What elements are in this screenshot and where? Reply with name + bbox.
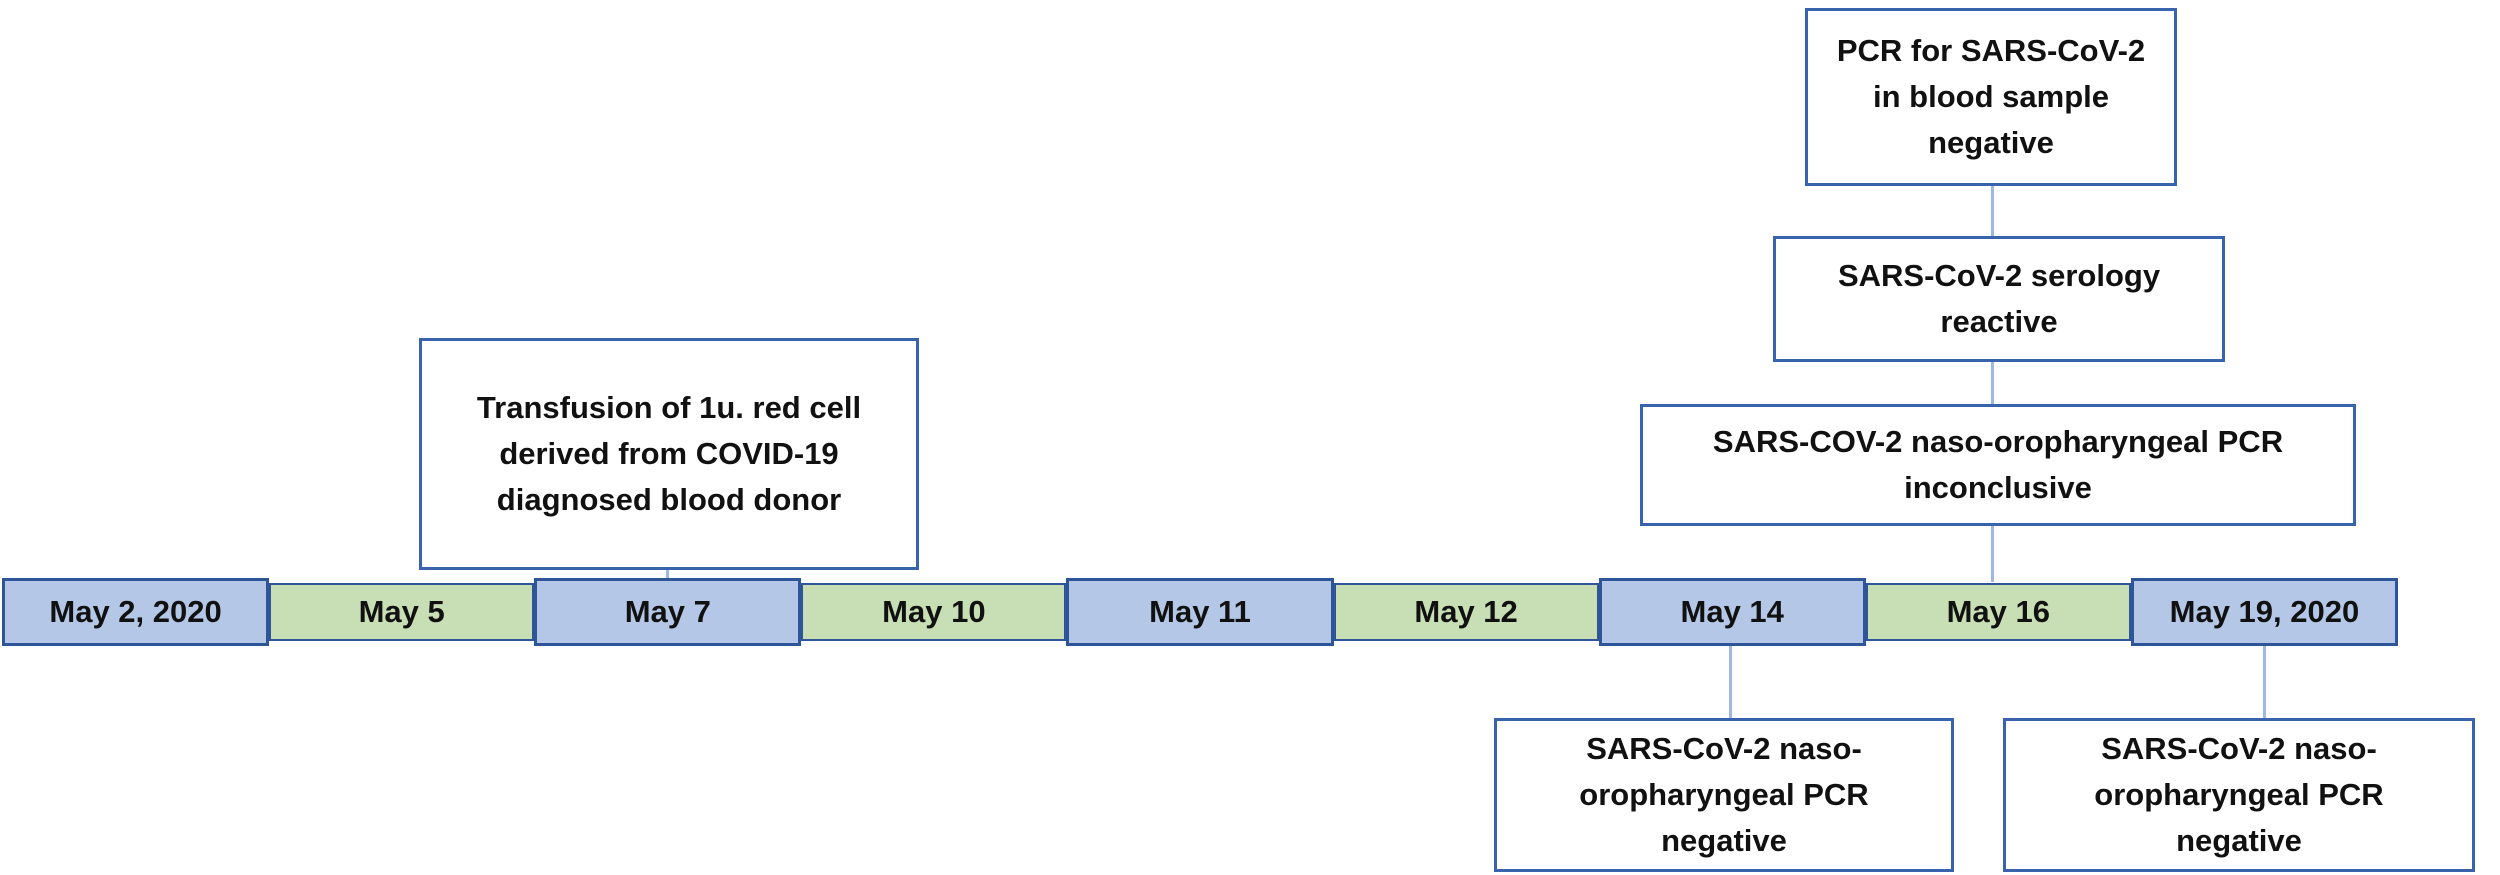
annotation-line: Transfusion of 1u. red cell <box>476 390 862 425</box>
annotation-line: reactive <box>1940 304 2058 339</box>
annotation-line: SARS-COV-2 naso-oropharyngeal PCR <box>1712 424 2284 459</box>
annotation-line: oropharyngeal PCR <box>1579 777 1869 812</box>
timeline-segment-may-19-2020: May 19, 2020 <box>2130 578 2398 646</box>
timeline-segment-may-14: May 14 <box>1598 578 1866 646</box>
segment-label: May 10 <box>882 594 986 629</box>
annotation-line: negative <box>1928 125 2054 160</box>
annotation-line: PCR for SARS-CoV-2 <box>1836 33 2146 68</box>
timeline-segment-may-11: May 11 <box>1066 578 1334 646</box>
segment-label: May 14 <box>1680 594 1784 629</box>
annotation-box-naso-pcr-inconclusive: SARS-COV-2 naso-oropharyngeal PCR inconc… <box>1640 404 2356 526</box>
annotation-line: derived from COVID-19 <box>499 436 839 471</box>
segment-label: May 12 <box>1414 594 1518 629</box>
connector-inconclusive-to-may16 <box>1991 524 1994 582</box>
annotation-line: negative <box>1661 823 1787 858</box>
annotation-box-pcr-blood-negative: PCR for SARS-CoV-2 in blood sample negat… <box>1805 8 2177 186</box>
timeline-segment-may-12: May 12 <box>1333 583 1599 641</box>
annotation-line: diagnosed blood donor <box>496 482 842 517</box>
annotation-box-transfusion: Transfusion of 1u. red cell derived from… <box>419 338 919 570</box>
segment-label: May 2, 2020 <box>49 594 222 629</box>
timeline-segment-may-10: May 10 <box>801 583 1067 641</box>
annotation-line: in blood sample <box>1873 79 2109 114</box>
annotation-line: SARS-CoV-2 naso- <box>2101 731 2377 766</box>
timeline-segment-may-16: May 16 <box>1865 583 2131 641</box>
segment-label: May 19, 2020 <box>2169 594 2360 629</box>
annotation-box-naso-pcr-negative-may14: SARS-CoV-2 naso- oropharyngeal PCR negat… <box>1494 718 1954 872</box>
annotation-line: negative <box>2176 823 2302 858</box>
connector-may14-to-naso-negative <box>1729 644 1732 720</box>
segment-label: May 5 <box>358 594 445 629</box>
timeline-segment-may-7: May 7 <box>534 578 802 646</box>
timeline-segment-may-5: May 5 <box>269 583 535 641</box>
connector-may19-to-naso-negative <box>2263 644 2266 720</box>
annotation-line: SARS-CoV-2 serology <box>1837 258 2161 293</box>
annotation-box-naso-pcr-negative-may19: SARS-CoV-2 naso- oropharyngeal PCR negat… <box>2003 718 2475 872</box>
connector-pcrblood-to-serology <box>1991 184 1994 238</box>
timeline-segment-may-2-2020: May 2, 2020 <box>2 578 270 646</box>
annotation-line: SARS-CoV-2 naso- <box>1586 731 1862 766</box>
annotation-box-serology-reactive: SARS-CoV-2 serology reactive <box>1773 236 2225 362</box>
timeline-bar: May 2, 2020 May 5 May 7 May 10 May 11 Ma… <box>2 578 2398 646</box>
annotation-line: inconclusive <box>1904 470 2092 505</box>
segment-label: May 16 <box>1946 594 2051 629</box>
connector-serology-to-inconclusive <box>1991 360 1994 406</box>
annotation-line: oropharyngeal PCR <box>2094 777 2384 812</box>
connector-transfusion-to-may7 <box>666 568 669 582</box>
segment-label: May 11 <box>1149 594 1251 629</box>
segment-label: May 7 <box>624 594 711 629</box>
